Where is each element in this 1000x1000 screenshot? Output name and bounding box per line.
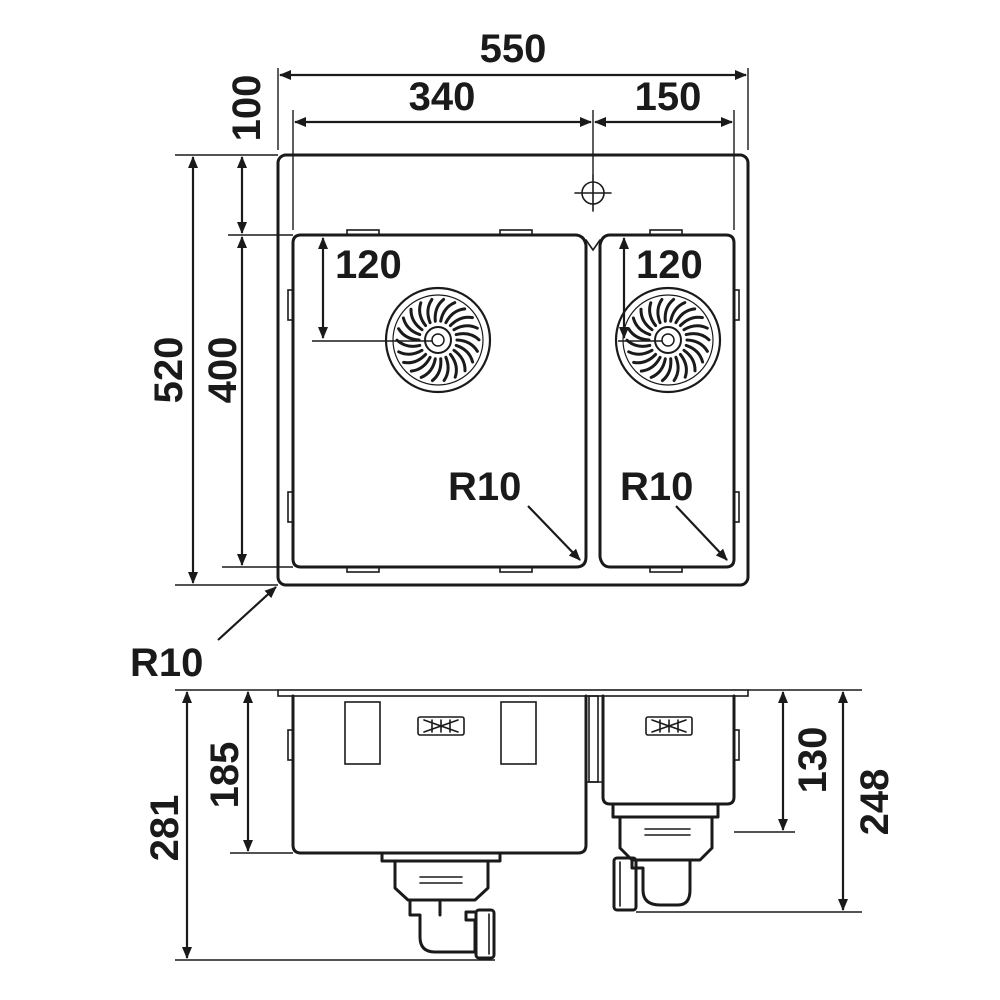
dim-rear-ledge: 100 <box>225 75 269 142</box>
plan-dimensions: 550 340 150 100 520 400 120 120 R10 R10 … <box>130 27 749 685</box>
strainer-slot <box>430 357 443 383</box>
strainer-slot <box>418 301 428 328</box>
strainer-slot <box>639 355 662 373</box>
strainer-slot <box>631 316 652 337</box>
strainer-slot <box>656 298 664 325</box>
dim-right-drain-offset: 120 <box>636 243 703 287</box>
waste-trap-icon <box>380 851 502 960</box>
strainer-slot <box>433 297 446 323</box>
strainer-slot <box>402 352 428 365</box>
dim-total-height: 281 <box>143 795 187 862</box>
strainer-slot <box>397 348 424 356</box>
strainer-slot <box>439 301 457 323</box>
sink-outer-outline <box>276 153 750 587</box>
strainer-slot <box>455 338 479 353</box>
strainer-slot <box>419 357 437 379</box>
strainer-slot <box>682 348 697 373</box>
left-bowl-elevation <box>291 694 588 855</box>
strainer-slot <box>649 357 667 379</box>
strainer-slot <box>448 352 458 379</box>
elevation-view <box>277 689 749 960</box>
drain-strainer-icon <box>614 286 722 394</box>
dim-right-bowl-radius: R10 <box>620 465 693 509</box>
overflow-grille-icon <box>417 716 465 736</box>
strainer-slot <box>409 355 432 373</box>
strainer-slot <box>632 352 658 365</box>
strainer-slot <box>672 355 680 382</box>
dim-left-bowl-width: 340 <box>409 75 476 119</box>
elevation-dimensions: 185 281 130 248 <box>143 689 897 961</box>
strainer-slot <box>454 343 475 364</box>
strainer-slot <box>684 343 705 364</box>
dim-outer-radius: R10 <box>130 641 203 685</box>
overflow-grille-icon <box>645 716 693 736</box>
strainer-slot <box>448 315 474 328</box>
mounting-clips <box>287 229 740 573</box>
strainer-slot <box>639 307 654 332</box>
strainer-slot <box>674 307 697 325</box>
tap-hole-icon <box>574 174 612 212</box>
strainer-slot <box>685 338 709 353</box>
strainer-slot <box>454 332 481 342</box>
strainer-slot <box>452 348 467 373</box>
strainer-slot <box>682 324 709 332</box>
strainer-slot <box>627 348 654 356</box>
dim-bowl-depth: 400 <box>201 337 245 404</box>
strainer-slot <box>678 352 688 379</box>
plan-view <box>276 153 750 587</box>
left-bowl-outline <box>291 233 588 569</box>
right-bowl-outline <box>598 233 736 569</box>
strainer-slot <box>669 301 687 323</box>
dim-right-bowl-height: 130 <box>791 727 835 794</box>
dim-left-bowl-height: 185 <box>203 742 247 809</box>
strainer-slot <box>663 297 676 323</box>
strainer-slot <box>397 327 421 342</box>
dim-right-bowl-width: 150 <box>635 75 702 119</box>
strainer-slot <box>401 316 422 337</box>
strainer-slot <box>648 301 658 328</box>
strainer-slot <box>678 315 704 328</box>
dim-left-bowl-radius: R10 <box>448 465 521 509</box>
strainer-slot <box>444 307 467 325</box>
strainer-slot <box>426 298 434 325</box>
leader-left-bowl-radius <box>527 505 581 561</box>
strainer-slot <box>684 332 711 342</box>
dim-overall-width: 550 <box>480 27 547 71</box>
bowl-divider <box>585 239 601 252</box>
overflow-slot-icon <box>344 701 381 765</box>
strainer-slot <box>452 324 479 332</box>
strainer-slot <box>442 355 450 382</box>
strainer-slot <box>409 307 424 332</box>
drain-strainer-icon <box>384 286 492 394</box>
overflow-slot-icon <box>500 701 537 765</box>
leader-right-bowl-radius <box>675 505 728 561</box>
right-bowl-elevation <box>601 694 736 806</box>
dim-left-drain-offset: 120 <box>335 243 402 287</box>
dim-right-total-height: 248 <box>853 769 897 836</box>
strainer-slot <box>660 357 673 383</box>
leader-outer-radius <box>217 586 277 641</box>
strainer-slot <box>627 327 651 342</box>
waste-trap-icon <box>611 802 720 912</box>
dim-overall-depth: 520 <box>147 337 191 404</box>
